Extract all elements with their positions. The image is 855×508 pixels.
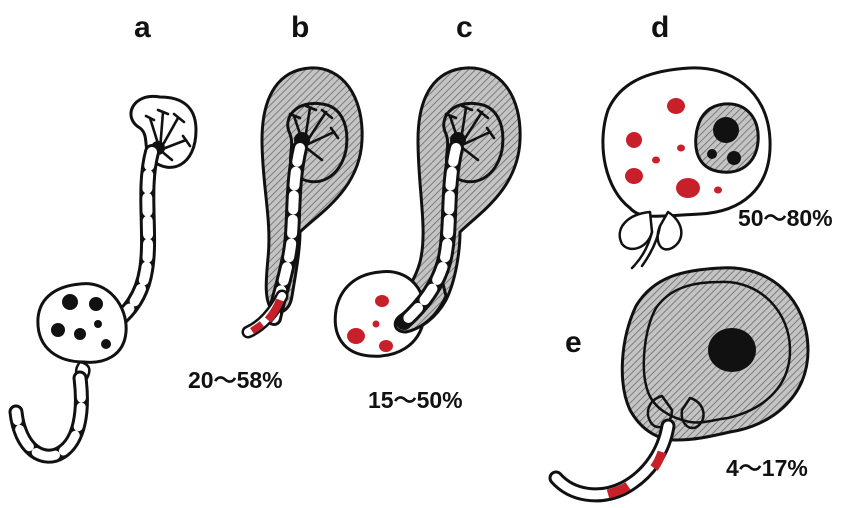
percent-label-d: 50～80% bbox=[738, 205, 833, 231]
panel-a bbox=[16, 96, 196, 456]
panel-c bbox=[335, 68, 520, 356]
panel-letter-b: b bbox=[291, 11, 309, 44]
percent-label-e: 4～17% bbox=[726, 455, 808, 481]
panel-letter-c: c bbox=[456, 11, 473, 44]
percent-label-c: 15～50% bbox=[368, 387, 463, 413]
panel-letter-d: d bbox=[651, 11, 669, 44]
black-tumor-e bbox=[708, 328, 756, 372]
kidney-a bbox=[131, 96, 196, 167]
percent-label-b: 20～58% bbox=[188, 367, 283, 393]
panel-letter-a: a bbox=[134, 11, 151, 44]
panel-d bbox=[603, 68, 770, 268]
bladder-a bbox=[38, 284, 126, 363]
panel-letter-e: e bbox=[565, 326, 582, 359]
